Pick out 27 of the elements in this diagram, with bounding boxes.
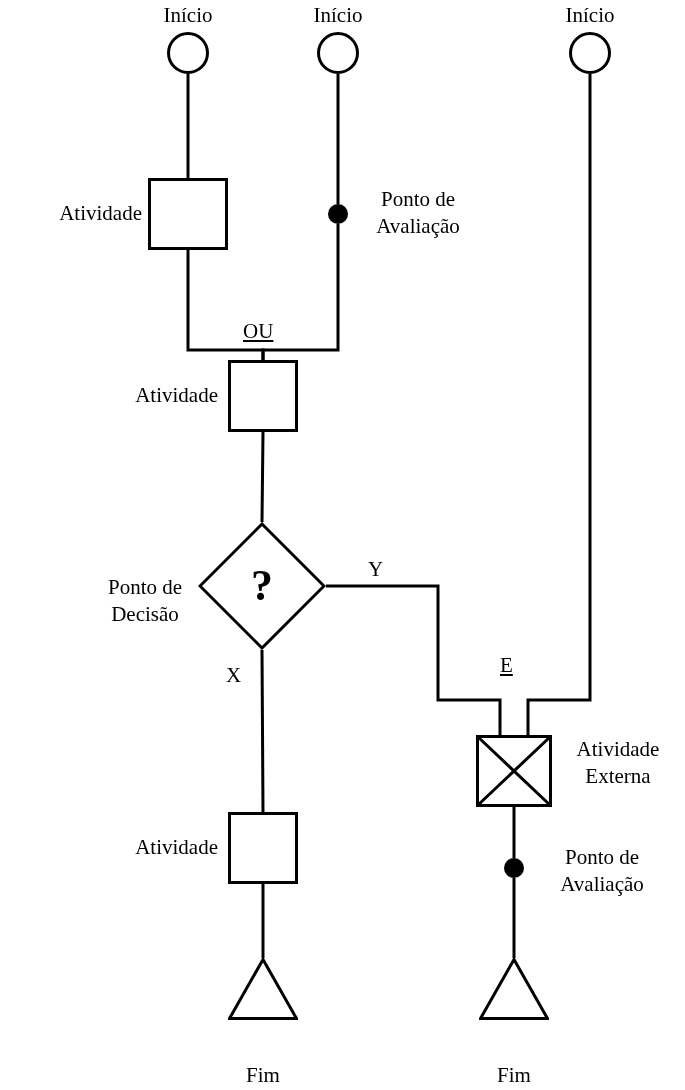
connector-line — [526, 74, 592, 735]
node-caption: Início — [564, 2, 616, 29]
node-caption: Fim — [496, 1062, 532, 1089]
connector-line — [261, 884, 265, 958]
edge-label: Y — [368, 556, 384, 583]
connector-line — [186, 74, 190, 178]
edge-label: X — [226, 662, 242, 689]
node-caption: Ponto de Avaliação — [559, 844, 645, 899]
node-caption: Ponto de Decisão — [106, 574, 184, 629]
node-caption: Ponto de Avaliação — [375, 186, 461, 241]
connector-line — [261, 224, 340, 360]
question-mark: ? — [251, 564, 273, 608]
node-caption: Atividade Externa — [575, 736, 661, 791]
connector-line — [260, 650, 265, 812]
node-caption: Atividade — [134, 382, 218, 409]
node-caption: Atividade — [134, 834, 218, 861]
node-caption: Início — [312, 2, 364, 29]
node-caption: Fim — [245, 1062, 281, 1089]
junction-label: E — [500, 652, 513, 679]
connector-line — [512, 807, 516, 858]
connector-line — [512, 878, 516, 958]
connector-line — [336, 74, 340, 204]
connector-line — [260, 432, 265, 522]
junction-label: OU — [243, 318, 274, 345]
node-caption: Atividade — [58, 200, 142, 227]
node-caption: Início — [162, 2, 214, 29]
connector-line — [326, 584, 502, 735]
